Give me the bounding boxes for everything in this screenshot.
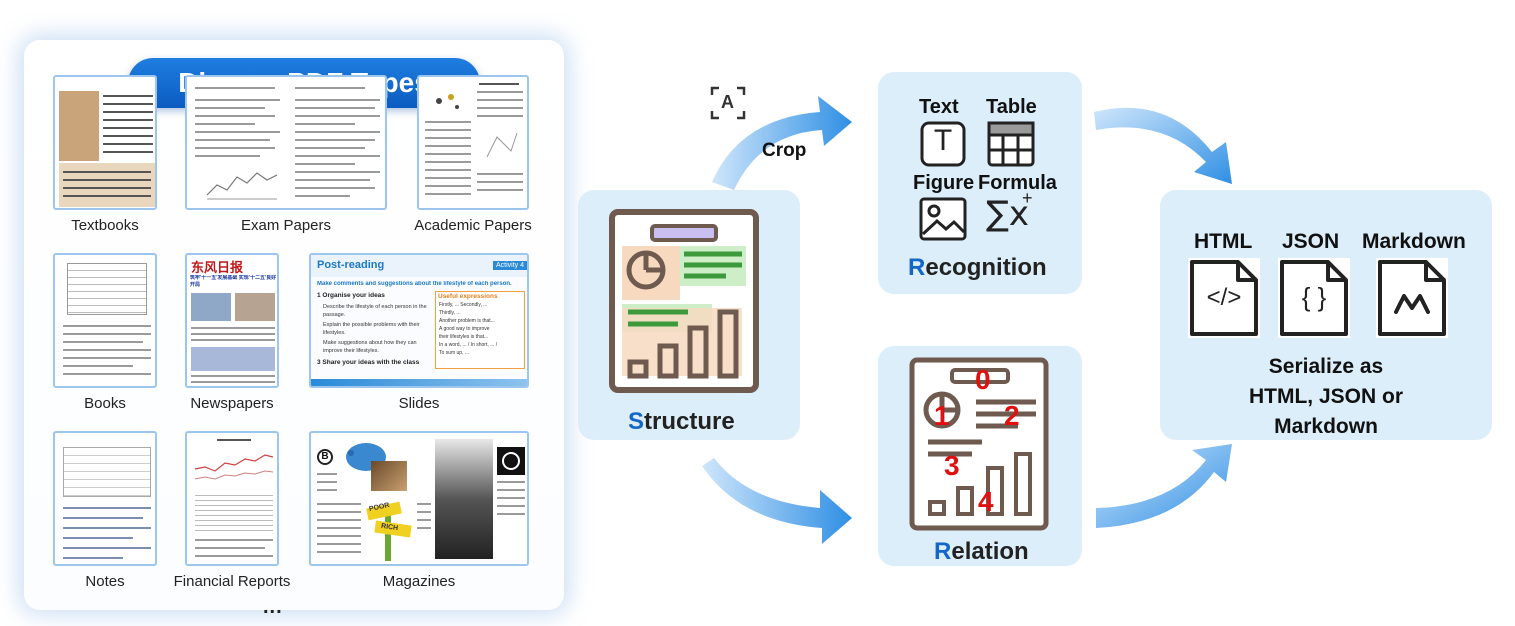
label-newspapers: Newspapers — [190, 395, 274, 412]
pdf-types-panel: Diverse PDF Types Textbooks — [24, 40, 564, 610]
slide-bullet-1: Describe the lifestyle of each person in… — [323, 304, 427, 318]
markdown-file-icon — [1376, 258, 1448, 338]
formula-plus-glyph: + — [1022, 188, 1033, 208]
financial-line-chart — [194, 454, 274, 480]
html-label: HTML — [1194, 230, 1253, 253]
relation-caption: Relation — [934, 538, 1029, 565]
thumb-notes — [53, 431, 157, 566]
label-notes: Notes — [85, 573, 125, 590]
table-label: Table — [986, 96, 1037, 118]
slide-badge: Activity 4 — [493, 261, 527, 270]
crop-icon-letter: A — [721, 92, 734, 112]
label-textbooks: Textbooks — [71, 217, 139, 234]
label-exam-papers: Exam Papers — [240, 217, 332, 234]
newspaper-headline: 筑牢'十一五'发展基础 实现'十二五'良好开局 — [190, 275, 277, 288]
thumb-slides: Post-reading Activity 4 Make comments an… — [309, 253, 529, 388]
recognition-box — [878, 72, 1082, 294]
thumb-newspapers: 东风日报 筑牢'十一五'发展基础 实现'十二五'良好开局 — [185, 253, 279, 388]
recognition-caption: Recognition — [908, 254, 1047, 281]
academic-diagram — [486, 132, 518, 158]
slide-title: Post-reading — [317, 259, 385, 271]
markdown-label: Markdown — [1362, 230, 1466, 253]
json-label: JSON — [1282, 230, 1340, 253]
label-financial-reports: Financial Reports — [173, 573, 291, 590]
arrow-to-relation — [702, 458, 852, 544]
thumb-textbooks — [53, 75, 157, 210]
table-icon — [987, 121, 1035, 167]
slide-expressions-box: Useful expressions Firstly, ... Secondly… — [435, 291, 525, 369]
academic-figure — [436, 94, 459, 109]
json-file-glyph: { } — [1301, 282, 1327, 312]
relation-document-icon — [909, 357, 1049, 531]
magazine-emblem — [497, 447, 525, 475]
figure-icon — [919, 197, 967, 241]
thumb-magazines: B POOR RICH — [309, 431, 529, 566]
slide-step1: 1 Organise your ideas — [317, 292, 385, 299]
order-number-0: 0 — [975, 364, 991, 395]
structure-document-icon — [609, 209, 759, 393]
html-file-icon — [1188, 258, 1260, 338]
arrow-to-recognition — [712, 96, 852, 190]
arrow-recognition-to-output — [1094, 107, 1232, 184]
order-number-2: 2 — [1004, 400, 1020, 431]
thumb-academic-papers — [417, 75, 529, 210]
label-books: Books — [84, 395, 126, 412]
order-number-4: 4 — [978, 486, 994, 517]
more-types-ellipsis: ... — [263, 596, 283, 618]
thumb-financial-reports — [185, 431, 279, 566]
label-academic-papers: Academic Papers — [414, 217, 532, 234]
slide-instruction: Make comments and suggestions about the … — [317, 281, 512, 287]
serialize-caption: Serialize as HTML, JSON or Markdown — [1248, 355, 1403, 438]
formula-icon: ∑x — [986, 194, 1030, 234]
slide-bullet-2: Explain the possible problems with their… — [323, 322, 420, 336]
thumb-books — [53, 253, 157, 388]
arrow-relation-to-output — [1096, 444, 1232, 528]
newspaper-masthead: 东风日报 — [191, 261, 244, 276]
text-icon — [920, 121, 966, 167]
text-label: Text — [919, 96, 959, 118]
structure-caption: Structure — [628, 408, 735, 435]
json-file-icon — [1278, 258, 1350, 338]
magazine-logo: B — [317, 449, 333, 465]
crop-label: Crop — [762, 140, 807, 161]
crop-icon — [710, 86, 746, 120]
order-number-1: 1 — [934, 400, 950, 431]
slide-step3: 3 Share your ideas with the class — [317, 359, 420, 366]
label-slides: Slides — [398, 395, 440, 412]
order-number-3: 3 — [944, 450, 960, 481]
slide-bullet-3: Make suggestions about how they can impr… — [323, 340, 417, 354]
label-magazines: Magazines — [382, 573, 456, 590]
html-file-glyph: </> — [1206, 284, 1242, 311]
thumb-exam-papers — [185, 75, 387, 210]
exam-line-chart — [206, 172, 278, 200]
figure-label: Figure — [913, 172, 975, 194]
signpost-image — [366, 501, 412, 561]
formula-label: Formula — [978, 172, 1057, 194]
text-icon-glyph: T — [933, 124, 953, 157]
